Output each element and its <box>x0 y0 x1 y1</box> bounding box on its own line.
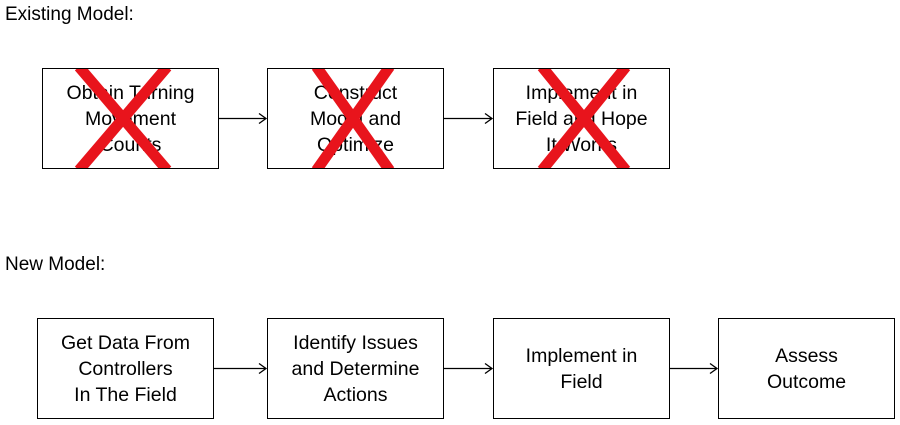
arrow-right-icon <box>444 362 494 375</box>
existing-step-construct-model: Construct Model and Optimize <box>267 68 444 169</box>
new-step-get-data: Get Data From Controllers In The Field <box>37 318 214 419</box>
new-step-label: Assess Outcome <box>766 344 847 393</box>
existing-step-label: Obtain Turning Movement Counts <box>66 81 195 156</box>
existing-step-obtain-counts: Obtain Turning Movement Counts <box>42 68 219 169</box>
new-step-implement-field: Implement in Field <box>493 318 670 419</box>
arrow-right-icon <box>214 362 268 375</box>
new-step-label: Identify Issues and Determine Actions <box>291 331 420 406</box>
existing-step-implement-hope: Implement in Field and Hope It Works <box>493 68 670 169</box>
existing-step-label: Construct Model and Optimize <box>309 81 402 156</box>
arrow-right-icon <box>219 112 268 125</box>
arrow-right-icon <box>670 362 719 375</box>
new-step-identify-issues: Identify Issues and Determine Actions <box>267 318 444 419</box>
new-step-label: Implement in Field <box>525 344 638 393</box>
existing-model-heading: Existing Model: <box>5 4 134 25</box>
existing-step-label: Implement in Field and Hope It Works <box>515 81 648 156</box>
new-model-heading: New Model: <box>5 254 106 275</box>
new-step-assess-outcome: Assess Outcome <box>718 318 895 419</box>
arrow-right-icon <box>444 112 494 125</box>
new-step-label: Get Data From Controllers In The Field <box>61 331 190 406</box>
